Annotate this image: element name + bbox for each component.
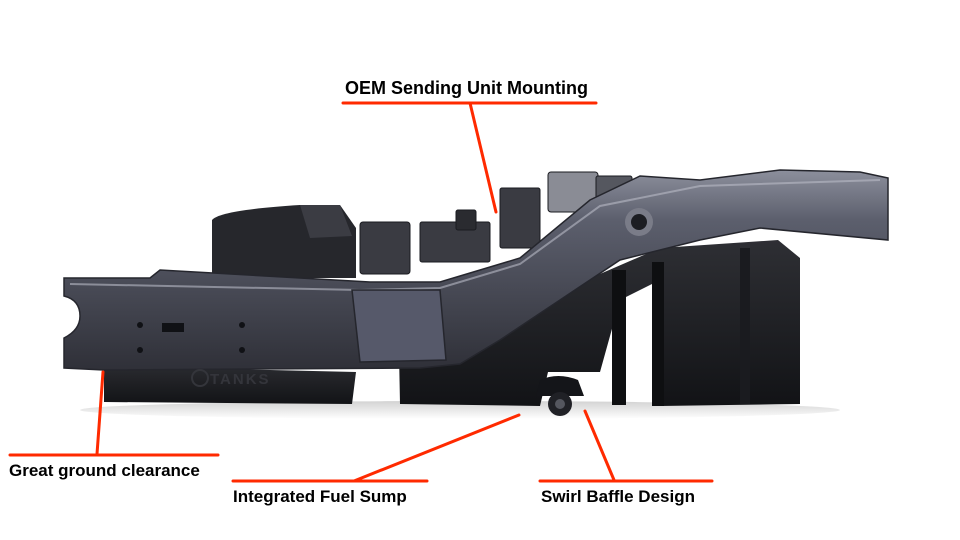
callout-ground-clearance: Great ground clearance xyxy=(9,461,200,480)
tank-logo-mark xyxy=(191,369,209,387)
fuel-tank-body xyxy=(104,205,800,406)
crossmember xyxy=(351,289,447,363)
tank-logo: TANKS xyxy=(210,371,271,388)
callout-lines xyxy=(8,101,714,483)
callout-line-ground-leader xyxy=(95,370,105,456)
callout-oem-sending-unit: OEM Sending Unit Mounting xyxy=(345,78,588,98)
callout-line-sump-leader xyxy=(352,413,521,483)
callout-fuel-sump: Integrated Fuel Sump xyxy=(233,487,407,506)
callout-line-baffle-leader xyxy=(583,409,616,482)
callout-line-oem-leader xyxy=(468,101,498,214)
swirl-baffle-drain xyxy=(536,376,584,416)
floor-shadow xyxy=(80,401,840,419)
frame-rail xyxy=(63,169,889,371)
callout-swirl-baffle: Swirl Baffle Design xyxy=(541,487,695,506)
